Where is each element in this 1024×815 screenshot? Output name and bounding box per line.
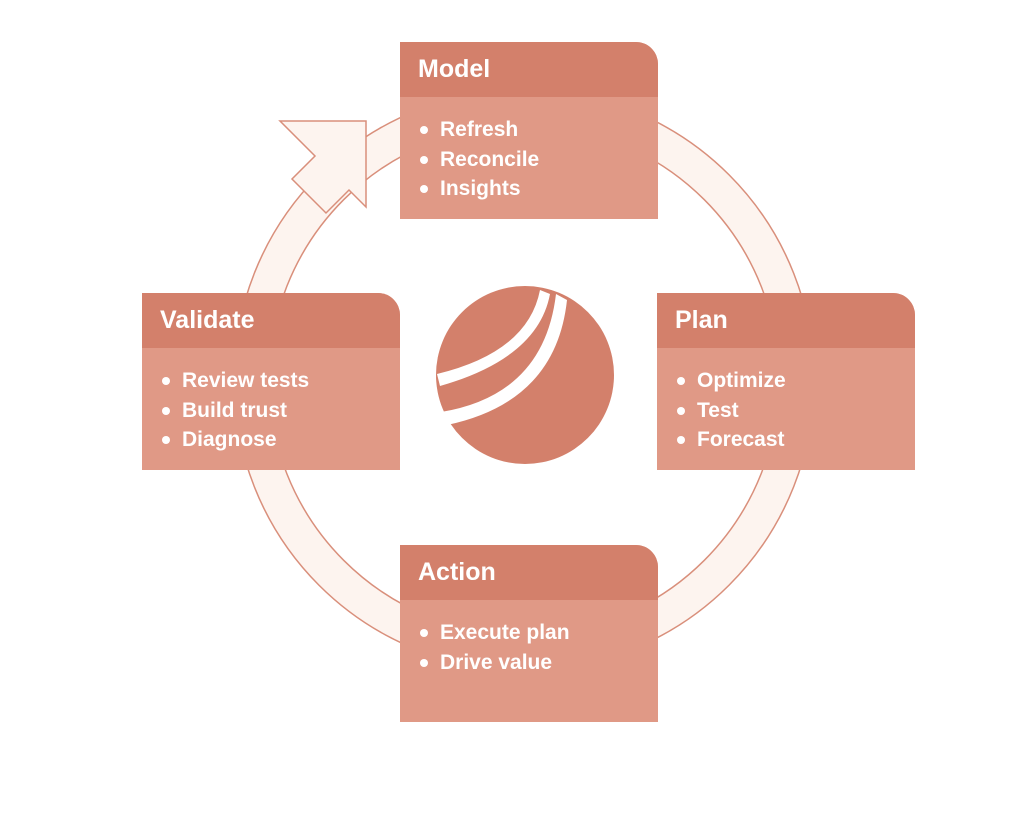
list-item: Drive value <box>418 648 658 678</box>
stage-title-plan: Plan <box>657 293 915 348</box>
stage-list-model: Refresh Reconcile Insights <box>400 97 658 204</box>
list-item: Reconcile <box>418 145 658 175</box>
stage-title-model: Model <box>400 42 658 97</box>
list-item: Execute plan <box>418 618 658 648</box>
list-item: Review tests <box>160 366 400 396</box>
stage-list-plan: Optimize Test Forecast <box>657 348 915 455</box>
list-item: Diagnose <box>160 425 400 455</box>
stage-title-validate: Validate <box>142 293 400 348</box>
list-item: Build trust <box>160 396 400 426</box>
list-item: Forecast <box>675 425 915 455</box>
sphere-logo-icon <box>436 286 614 464</box>
stage-card-action: Action Execute plan Drive value <box>400 545 658 722</box>
list-item: Refresh <box>418 115 658 145</box>
stage-card-plan: Plan Optimize Test Forecast <box>657 293 915 470</box>
list-item: Insights <box>418 174 658 204</box>
stage-card-model: Model Refresh Reconcile Insights <box>400 42 658 219</box>
cycle-arrowhead-icon <box>278 120 367 215</box>
stage-list-validate: Review tests Build trust Diagnose <box>142 348 400 455</box>
stage-list-action: Execute plan Drive value <box>400 600 658 677</box>
list-item: Test <box>675 396 915 426</box>
stage-card-validate: Validate Review tests Build trust Diagno… <box>142 293 400 470</box>
stage-title-action: Action <box>400 545 658 600</box>
list-item: Optimize <box>675 366 915 396</box>
